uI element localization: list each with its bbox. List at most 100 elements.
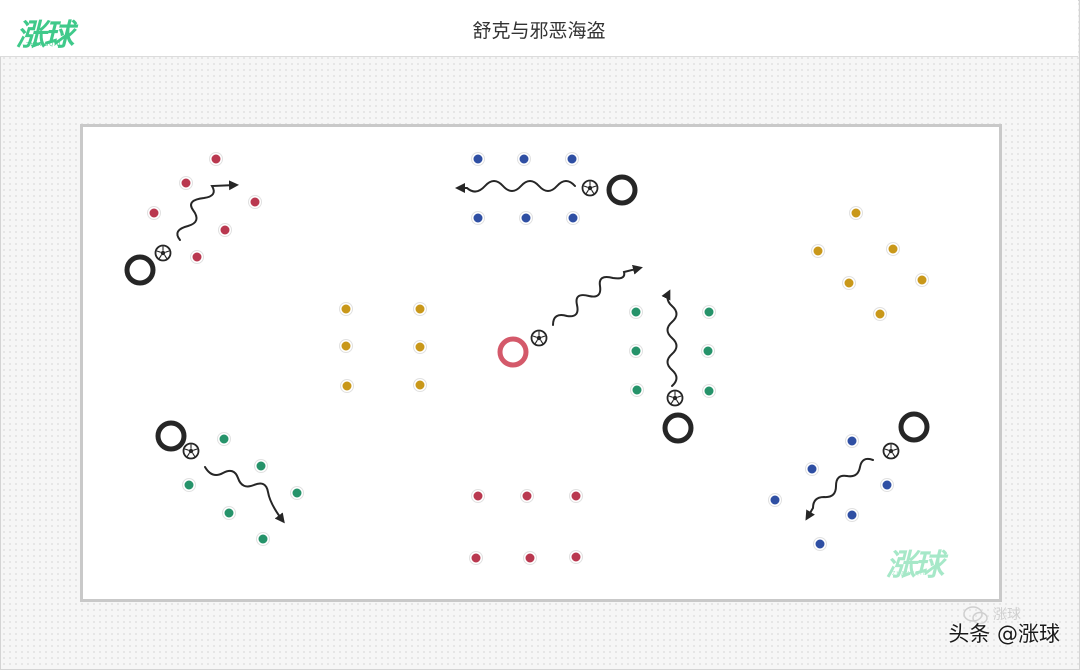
cone-marker — [148, 207, 160, 219]
cone-marker-outline — [845, 508, 859, 522]
cone-marker-outline — [256, 532, 270, 546]
cone-marker-outline — [702, 384, 716, 398]
wechat-icon — [963, 606, 988, 625]
cone-marker — [472, 153, 484, 165]
cone-marker-outline — [218, 223, 232, 237]
watermark-logo: 涨球 — [886, 548, 944, 583]
cone-marker — [223, 507, 235, 519]
cone-marker-outline — [339, 339, 353, 353]
cone-marker-outline — [340, 379, 354, 393]
cone-marker — [191, 251, 203, 263]
cone-marker-outline — [886, 242, 900, 256]
cone-marker — [570, 490, 582, 502]
cone-marker — [414, 379, 426, 391]
cone-marker — [340, 303, 352, 315]
cone-marker — [846, 509, 858, 521]
cone-marker — [702, 345, 714, 357]
cone-marker — [703, 306, 715, 318]
player-ring-bottom-right — [898, 411, 930, 443]
footer-ghost-text: 涨球 — [993, 607, 1021, 623]
cone-marker-outline — [569, 550, 583, 564]
cone-marker — [631, 384, 643, 396]
cone-marker — [806, 463, 818, 475]
cone-marker-outline — [880, 478, 894, 492]
cone-marker-outline — [254, 459, 268, 473]
cone-marker-outline — [569, 489, 583, 503]
wavy-dribble-arrow-icon — [455, 180, 576, 193]
cone-marker — [703, 385, 715, 397]
cone-marker-outline — [520, 489, 534, 503]
cone-marker — [340, 340, 352, 352]
wavy-dribble-arrow-icon — [661, 289, 678, 387]
cone-marker — [180, 177, 192, 189]
player-ring-top-left — [124, 254, 156, 286]
wavy-dribble-arrow-icon — [204, 466, 285, 524]
dribble-paths — [176, 180, 874, 524]
cone-marker-outline — [471, 489, 485, 503]
cone-marker — [881, 479, 893, 491]
brand-logo-subtitle: ZHANGQIU — [26, 42, 62, 48]
cone-marker — [257, 533, 269, 545]
cone-marker — [341, 380, 353, 392]
cone-marker-outline — [811, 244, 825, 258]
cone-marker — [630, 306, 642, 318]
cone-marker-outline — [179, 176, 193, 190]
soccer-ball-icon — [182, 442, 200, 460]
cone-marker — [183, 479, 195, 491]
cone-marker — [570, 551, 582, 563]
cone-marker-outline — [190, 250, 204, 264]
cone-marker-outline — [217, 432, 231, 446]
cone-marker-outline — [873, 307, 887, 321]
cone-marker-outline — [469, 551, 483, 565]
wavy-dribble-arrow-icon — [552, 264, 643, 326]
soccer-ball-icon — [581, 179, 599, 197]
cone-marker — [524, 552, 536, 564]
player-ring-bottom-left — [155, 420, 187, 452]
cone-marker-outline — [471, 152, 485, 166]
cone-marker-outline — [629, 305, 643, 319]
cone-marker — [567, 212, 579, 224]
cone-marker-outline — [768, 493, 782, 507]
cone-marker — [291, 487, 303, 499]
brand-logo: 涨球 — [16, 18, 74, 53]
soccer-ball-icon — [530, 329, 548, 347]
cone-marker — [850, 207, 862, 219]
cone-marker — [218, 433, 230, 445]
wavy-dribble-arrow-icon — [805, 457, 874, 521]
wavy-dribble-arrow-icon — [176, 180, 239, 241]
cone-marker-outline — [471, 211, 485, 225]
cone-marker — [518, 153, 530, 165]
cone-marker — [846, 435, 858, 447]
header-bar: 涨球 ZHANGQIU 舒克与邪恶海盗 — [0, 0, 1078, 57]
cone-marker-outline — [209, 152, 223, 166]
footer-credit: 头条 @涨球 — [948, 622, 1060, 646]
cone-marker-outline — [290, 486, 304, 500]
watermark-logo-subtitle: ZHANGQIU — [892, 571, 928, 577]
cone-marker-outline — [339, 302, 353, 316]
cone-marker — [521, 490, 533, 502]
soccer-ball-icon — [154, 244, 172, 262]
cone-marker — [414, 303, 426, 315]
cone-marker-outline — [519, 211, 533, 225]
cone-marker — [249, 196, 261, 208]
player-rings — [124, 174, 930, 452]
cone-marker — [887, 243, 899, 255]
cone-marker — [814, 538, 826, 550]
cone-marker-outline — [248, 195, 262, 209]
cone-marker — [255, 460, 267, 472]
cone-marker — [472, 490, 484, 502]
cone-marker-outline — [849, 206, 863, 220]
cone-marker — [769, 494, 781, 506]
player-ring-center — [497, 336, 529, 368]
soccer-ball-icon — [882, 442, 900, 460]
cone-marker — [472, 212, 484, 224]
cone-markers — [147, 152, 929, 565]
cone-marker-outline — [630, 383, 644, 397]
cone-marker-outline — [147, 206, 161, 220]
cone-marker-outline — [629, 344, 643, 358]
cone-marker — [630, 345, 642, 357]
cone-marker-outline — [523, 551, 537, 565]
soccer-ball-icon — [666, 389, 684, 407]
cone-marker — [414, 341, 426, 353]
